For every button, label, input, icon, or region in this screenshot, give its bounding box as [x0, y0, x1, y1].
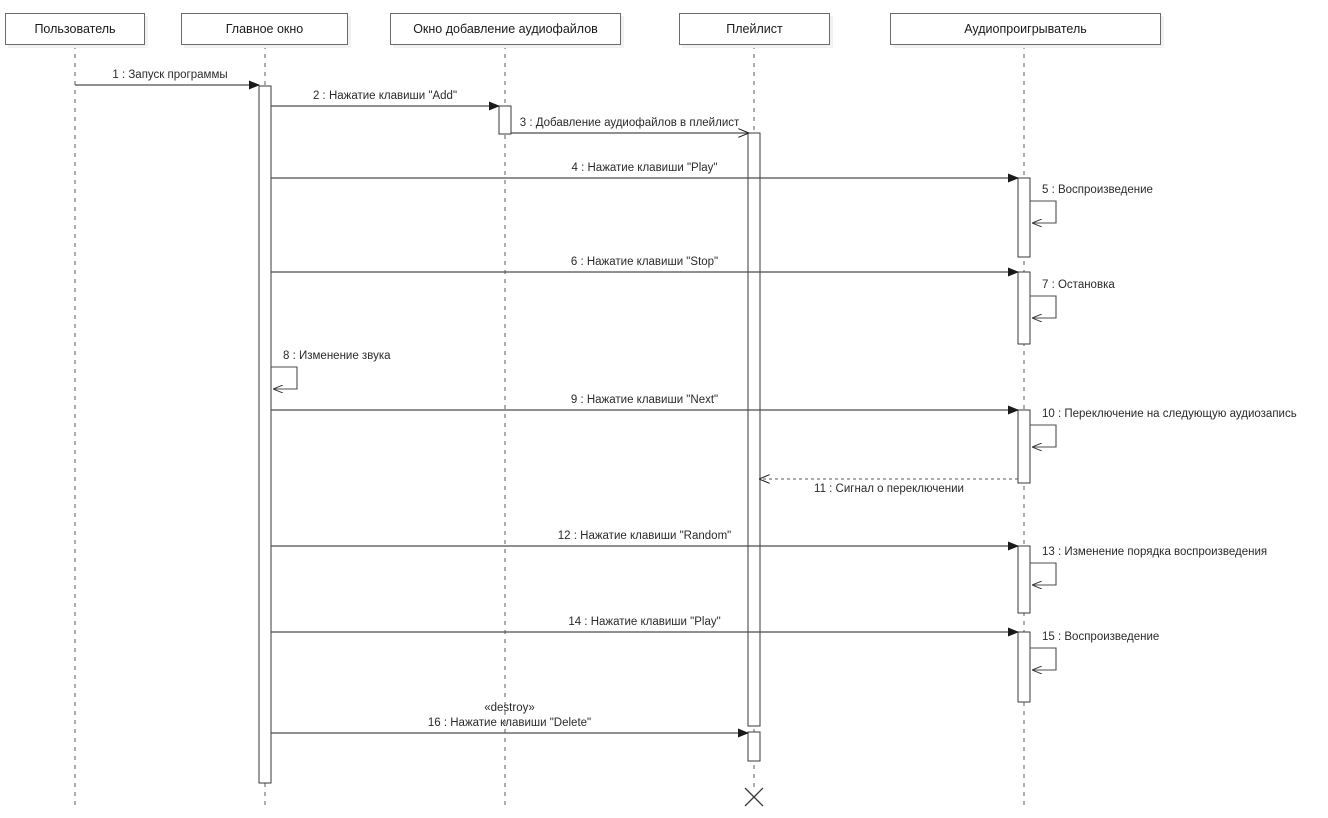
activation-bars-group	[258, 85, 1031, 784]
destroy-marker-playlist-stroke-b	[744, 787, 764, 807]
message-label-8: 8 : Изменение звука	[283, 350, 391, 362]
message-label-3: 3 : Добавление аудиофайлов в плейлист	[519, 117, 740, 129]
message-label-13: 13 : Изменение порядка воспроизведения	[1042, 546, 1268, 558]
message-label-7: 7 : Остановка	[1042, 279, 1115, 291]
activation-bar-player-8	[1017, 631, 1031, 703]
self-message-arrow-5	[1030, 200, 1057, 223]
message-label-9: 9 : Нажатие клавиши "Next"	[570, 394, 719, 406]
message-label-15: 15 : Воспроизведение	[1042, 631, 1160, 643]
participant-label: Окно добавление аудиофайлов	[413, 21, 598, 36]
message-label-12: 12 : Нажатие клавиши "Random"	[557, 530, 732, 542]
activation-bar-player-7	[1017, 545, 1031, 614]
message-label-16: 16 : Нажатие клавиши "Delete"	[427, 717, 592, 729]
message-arrows-group	[75, 80, 1057, 738]
participant-box-playlist[interactable]: Плейлист	[679, 13, 830, 45]
message-label-14: 14 : Нажатие клавиши "Play"	[568, 616, 721, 628]
message-label-2: 2 : Нажатие клавиши "Add"	[312, 90, 458, 102]
message-label-11: 11 : Сигнал о переключении	[814, 483, 964, 495]
participant-label: Пользователь	[34, 21, 116, 36]
activation-bar-addwin-1	[498, 105, 512, 135]
activation-bar-playlist-2	[747, 132, 761, 727]
participant-label: Главное окно	[225, 21, 304, 36]
destruction-markers-group	[744, 787, 764, 807]
participant-box-mainwin[interactable]: Главное окно	[181, 13, 348, 45]
activation-bar-playlist-3	[747, 731, 761, 762]
message-label-5: 5 : Воспроизведение	[1042, 184, 1153, 196]
activation-bar-player-6	[1017, 409, 1031, 484]
participant-box-addwin[interactable]: Окно добавление аудиофайлов	[390, 13, 621, 45]
participant-label: Аудиопроигрыватель	[964, 21, 1087, 36]
message-label-6: 6 : Нажатие клавиши "Stop"	[570, 256, 719, 268]
message-label-10: 10 : Переключение на следующую аудиозапи…	[1042, 408, 1297, 420]
message-label-4: 4 : Нажатие клавиши "Play"	[571, 162, 718, 174]
message-stereotype-16: «destroy»	[484, 702, 535, 714]
activation-bar-mainwin-0	[258, 85, 272, 784]
participant-label: Плейлист	[726, 21, 783, 36]
self-message-arrow-13	[1030, 562, 1057, 585]
self-message-arrow-15	[1030, 647, 1057, 670]
self-message-arrow-7	[1030, 295, 1057, 318]
lifeline-dashes-group	[74, 45, 1025, 805]
self-message-arrow-10	[1030, 424, 1057, 447]
self-message-arrow-8	[271, 366, 298, 389]
participant-box-player[interactable]: Аудиопроигрыватель	[890, 13, 1161, 45]
participant-box-user[interactable]: Пользователь	[5, 13, 145, 45]
activation-bar-player-5	[1017, 271, 1031, 345]
message-label-1: 1 : Запуск программы	[112, 69, 228, 81]
activation-bar-player-4	[1017, 177, 1031, 258]
